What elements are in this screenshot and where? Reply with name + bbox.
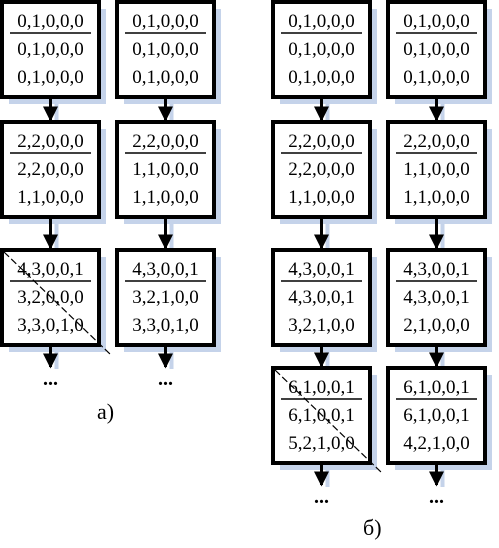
- box-frame: [115, 248, 216, 347]
- cut-line: [3, 251, 112, 356]
- state-row: 3,2,1,0,0: [132, 287, 199, 308]
- state-row: 4,3,0,0,1: [288, 259, 355, 280]
- state-row: 4,3,0,0,1: [403, 259, 470, 280]
- caption-b: б): [363, 515, 382, 540]
- state-row: 1,1,0,0,0: [288, 187, 355, 208]
- state-row: 6,1,0,0,1: [288, 377, 355, 398]
- state-box: 4,3,0,0,1 3,2,1,0,0 3,3,0,1,0: [115, 248, 221, 352]
- state-box: 0,1,0,0,0 0,1,0,0,0 0,1,0,0,0: [386, 0, 492, 104]
- state-row: 2,2,0,0,0: [288, 131, 355, 152]
- state-row: 0,1,0,0,0: [403, 39, 470, 60]
- state-row: 3,2,1,0,0: [288, 315, 355, 336]
- state-row: 0,1,0,0,0: [17, 39, 84, 60]
- box-frame: [386, 248, 487, 347]
- cut-line: [274, 369, 383, 474]
- state-row: 2,2,0,0,0: [132, 131, 199, 152]
- state-row: 3,3,0,1,0: [17, 315, 84, 336]
- state-row: 1,1,0,0,0: [403, 159, 470, 180]
- state-row: 0,1,0,0,0: [288, 67, 355, 88]
- state-box: 4,3,0,0,1 4,3,0,0,1 2,1,0,0,0: [386, 248, 492, 352]
- box-frame: [386, 366, 487, 465]
- box-frame: [115, 120, 216, 219]
- state-box: 2,2,0,0,0 2,2,0,0,0 1,1,0,0,0: [0, 120, 106, 224]
- state-row: 0,1,0,0,0: [288, 39, 355, 60]
- state-row: 4,3,0,0,1: [403, 287, 470, 308]
- state-row: 1,1,0,0,0: [132, 159, 199, 180]
- state-row: 2,1,0,0,0: [403, 315, 470, 336]
- state-row: 0,1,0,0,0: [132, 39, 199, 60]
- state-box: 4,3,0,0,13,2,0,0,03,3,0,1,0: [0, 248, 112, 356]
- state-row: 0,1,0,0,0: [132, 67, 199, 88]
- state-row: 0,1,0,0,0: [17, 67, 84, 88]
- box-frame: [0, 0, 101, 99]
- box-frame: [271, 0, 372, 99]
- state-row: 3,3,0,1,0: [132, 315, 199, 336]
- ellipsis-marker: ...: [43, 368, 58, 390]
- state-row: 2,2,0,0,0: [17, 131, 84, 152]
- state-row: 6,1,0,0,1: [403, 405, 470, 426]
- ellipsis-marker: ...: [158, 368, 173, 390]
- caption-a: а): [97, 399, 114, 424]
- state-box: 0,1,0,0,0 0,1,0,0,0 0,1,0,0,0: [0, 0, 106, 104]
- ellipsis-marker: ...: [314, 486, 329, 508]
- state-row: 4,3,0,0,1: [288, 287, 355, 308]
- state-box: 2,2,0,0,0 1,1,0,0,0 1,1,0,0,0: [386, 120, 492, 224]
- state-row: 2,2,0,0,0: [17, 159, 84, 180]
- state-box: 2,2,0,0,0 2,2,0,0,0 1,1,0,0,0: [271, 120, 377, 224]
- box-frame: [386, 120, 487, 219]
- state-row: 1,1,0,0,0: [132, 187, 199, 208]
- state-row: 2,2,0,0,0: [288, 159, 355, 180]
- box-frame: [115, 0, 216, 99]
- state-row: 4,3,0,0,1: [132, 259, 199, 280]
- state-row: 0,1,0,0,0: [403, 11, 470, 32]
- state-row: 0,1,0,0,0: [17, 11, 84, 32]
- state-row: 4,3,0,0,1: [17, 259, 84, 280]
- box-frame: [0, 120, 101, 219]
- state-row: 2,2,0,0,0: [403, 131, 470, 152]
- state-box: 2,2,0,0,0 1,1,0,0,0 1,1,0,0,0: [115, 120, 221, 224]
- ellipsis-marker: ...: [429, 486, 444, 508]
- state-box: 0,1,0,0,0 0,1,0,0,0 0,1,0,0,0: [115, 0, 221, 104]
- box-frame: [271, 120, 372, 219]
- state-row: 4,2,1,0,0: [403, 433, 470, 454]
- state-row: 1,1,0,0,0: [403, 187, 470, 208]
- state-row: 0,1,0,0,0: [288, 11, 355, 32]
- state-row: 1,1,0,0,0: [17, 187, 84, 208]
- state-row: 6,1,0,0,1: [403, 377, 470, 398]
- state-box: 6,1,0,0,1 6,1,0,0,1 4,2,1,0,0: [386, 366, 492, 470]
- state-box: 4,3,0,0,1 4,3,0,0,1 3,2,1,0,0: [271, 248, 377, 352]
- state-box: 6,1,0,0,16,1,0,0,15,2,1,0,0: [271, 366, 383, 474]
- state-row: 0,1,0,0,0: [403, 67, 470, 88]
- state-box: 0,1,0,0,0 0,1,0,0,0 0,1,0,0,0: [271, 0, 377, 104]
- state-row: 0,1,0,0,0: [132, 11, 199, 32]
- box-frame: [386, 0, 487, 99]
- state-row: 5,2,1,0,0: [288, 433, 355, 454]
- box-frame: [271, 248, 372, 347]
